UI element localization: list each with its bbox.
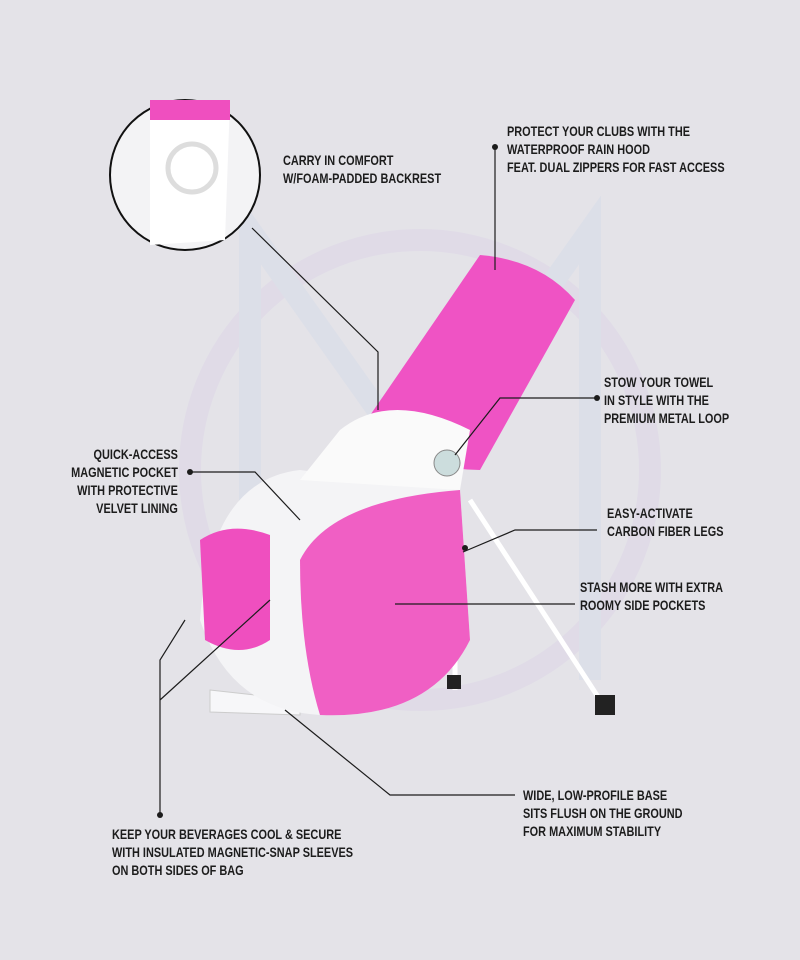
callout-line: WITH PROTECTIVE xyxy=(77,482,178,498)
callout-towel-loop: STOW YOUR TOWEL IN STYLE WITH THE PREMIU… xyxy=(604,373,729,427)
callout-lines xyxy=(159,147,597,815)
callout-backrest: CARRY IN COMFORT W/FOAM-PADDED BACKREST xyxy=(283,151,441,187)
callout-line: WIDE, LOW-PROFILE BASE xyxy=(523,787,668,803)
callout-line: SITS FLUSH ON THE GROUND xyxy=(523,805,683,821)
callout-line: STOW YOUR TOWEL xyxy=(604,374,714,390)
side-pocket xyxy=(300,490,470,716)
callout-line: CARBON FIBER LEGS xyxy=(607,523,724,539)
bag-top xyxy=(300,410,470,490)
callout-line: WITH INSULATED MAGNETIC-SNAP SLEEVES xyxy=(112,844,354,860)
callout-line: ON BOTH SIDES OF BAG xyxy=(112,862,244,878)
golf-bag xyxy=(200,255,615,716)
backrest-inset xyxy=(109,99,261,251)
callout-line: WATERPROOF RAIN HOOD xyxy=(507,141,650,157)
callout-line: KEEP YOUR BEVERAGES COOL & SECURE xyxy=(112,826,342,842)
metal-towel-loop xyxy=(433,449,461,477)
callout-beverage-sleeves: KEEP YOUR BEVERAGES COOL & SECURE WITH I… xyxy=(112,825,353,879)
callout-line: W/FOAM-PADDED BACKREST xyxy=(283,170,442,186)
callout-line: ROOMY SIDE POCKETS xyxy=(580,597,706,613)
callout-line: FEAT. DUAL ZIPPERS FOR FAST ACCESS xyxy=(507,159,725,175)
callout-rain-hood: PROTECT YOUR CLUBS WITH THE WATERPROOF R… xyxy=(507,122,725,176)
callout-line: QUICK-ACCESS xyxy=(93,446,178,462)
beverage-sleeve xyxy=(200,528,270,650)
callout-line: STASH MORE WITH EXTRA xyxy=(580,579,723,595)
callout-magnetic-pocket: QUICK-ACCESS MAGNETIC POCKET WITH PROTEC… xyxy=(71,445,178,517)
callout-line: CARRY IN COMFORT xyxy=(283,152,394,168)
callout-dots xyxy=(157,144,600,818)
callout-base: WIDE, LOW-PROFILE BASE SITS FLUSH ON THE… xyxy=(523,786,683,840)
callout-line: EASY-ACTIVATE xyxy=(607,505,693,521)
callout-line: PROTECT YOUR CLUBS WITH THE xyxy=(507,123,691,139)
callout-line: PREMIUM METAL LOOP xyxy=(604,410,730,426)
callout-line: FOR MAXIMUM STABILITY xyxy=(523,823,662,839)
leg-foot xyxy=(595,695,615,715)
callout-line: VELVET LINING xyxy=(96,500,178,516)
callout-legs: EASY-ACTIVATE CARBON FIBER LEGS xyxy=(607,504,723,540)
callout-line: MAGNETIC POCKET xyxy=(71,464,178,480)
callout-line: IN STYLE WITH THE xyxy=(604,392,709,408)
callout-side-pockets: STASH MORE WITH EXTRA ROOMY SIDE POCKETS xyxy=(580,578,723,614)
